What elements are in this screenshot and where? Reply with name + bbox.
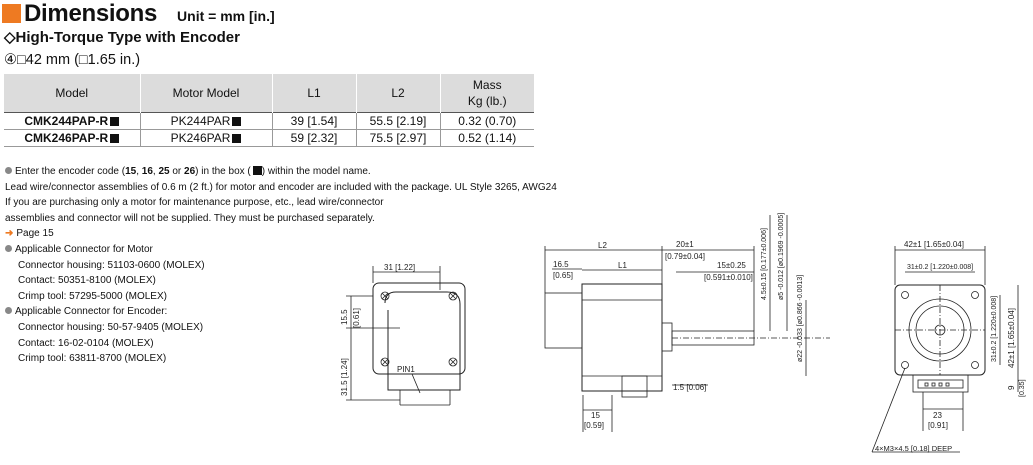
dim-front-conn-width: 23 [933, 411, 942, 420]
dim-flat-length-in: [0.591±0.010] [704, 273, 753, 282]
encoder-connector-title: Applicable Connector for Encoder: [5, 304, 557, 320]
table-row: CMK244PAP-R PK244PAR 39 [1.54] 55.5 [2.1… [4, 112, 534, 130]
cell-l2: 55.5 [2.19] [355, 112, 440, 130]
side-view: L2 20±1 [0.79±0.04] 16.5 [0.65] L1 15±0.… [544, 213, 830, 432]
dim-back-width: 31 [1.22] [384, 263, 415, 272]
square-placeholder-icon [110, 134, 120, 143]
dim-front-conn-in: [0.35] [1019, 379, 1026, 397]
cell-l2: 75.5 [2.97] [355, 129, 440, 147]
motor-connector-title: Applicable Connector for Motor [5, 242, 557, 258]
bullet-icon [5, 167, 12, 174]
table-header-row: Model Motor Model L1 L2 Mass Kg (lb.) [4, 74, 534, 113]
dim-front-width: 42±1 [1.65±0.04] [904, 240, 964, 249]
encoder-connector-contact: Contact: 16-02-0104 (MOLEX) [18, 337, 154, 349]
note-purchase-1: If you are purchasing only a motor for m… [5, 197, 384, 209]
square-placeholder-icon [232, 117, 242, 126]
square-placeholder-icon [252, 166, 262, 175]
arrow-right-icon: ➜ [5, 228, 14, 240]
cell-model: CMK246PAP-R [4, 129, 140, 147]
cell-mass: 0.52 (1.14) [439, 129, 534, 147]
section-subtitle: ◇High-Torque Type with Encoder [4, 29, 240, 46]
dim-front-hole-pitch-v: 31±0.2 [1.220±0.008] [991, 296, 998, 362]
cell-mass: 0.32 (0.70) [439, 112, 534, 130]
column-header: L2 [355, 74, 440, 113]
dim-encoder-in: [0.65] [553, 271, 573, 280]
spec-table: Model Motor Model L1 L2 Mass Kg (lb.) CM… [4, 74, 534, 147]
column-header: L1 [271, 74, 356, 113]
encoder-connector-crimp: Crimp tool: 63811-8700 (MOLEX) [18, 353, 167, 365]
dim-pilot-dia: ø22 -0.033 [ø0.866 -0.0013] [797, 275, 804, 362]
column-header: Model [4, 74, 140, 113]
encoder-connector-housing: Connector housing: 50-57-9405 (MOLEX) [18, 321, 204, 333]
cell-l1: 39 [1.54] [271, 112, 356, 130]
bullet-icon [5, 244, 12, 252]
motor-connector-housing: Connector housing: 51103-0600 (MOLEX) [18, 259, 205, 271]
motor-connector-crimp: Crimp tool: 57295-5000 (MOLEX) [18, 290, 167, 302]
dim-back-offset-in: [0.61] [352, 308, 361, 328]
column-header: Mass Kg (lb.) [439, 74, 534, 113]
dim-shaft-length-in: [0.79±0.04] [665, 252, 705, 261]
dim-l1: L1 [618, 261, 627, 270]
dim-connector: 15 [591, 411, 600, 420]
note-encoder-code: Enter the encoder code (15, 16, 25 or 26… [5, 164, 557, 180]
dim-flat-depth: 4.5±0.15 [0.177±0.006] [761, 228, 768, 300]
dim-l2: L2 [598, 241, 607, 250]
dim-back-height: 31.5 [1.24] [340, 358, 349, 396]
pin1-label: PIN1 [397, 365, 415, 374]
dim-back-offset: 15.5 [340, 309, 349, 325]
cell-motor: PK246PAR [139, 129, 272, 147]
dim-front-hole-pitch: 31±0.2 [1.220±0.008] [907, 264, 973, 271]
table-row: CMK246PAP-R PK246PAR 59 [2.32] 75.5 [2.9… [4, 129, 534, 147]
square-placeholder-icon [110, 117, 120, 126]
dim-flat-length: 15±0.25 [717, 261, 746, 270]
notes: Enter the encoder code (15, 16, 25 or 26… [5, 164, 557, 367]
note-lead-wire: Lead wire/connector assemblies of 0.6 m … [5, 181, 557, 193]
front-view: 42±1 [1.65±0.04] 31±0.2 [1.220±0.008] 31… [871, 240, 1026, 453]
column-header: Motor Model [139, 74, 272, 113]
page-title: Dimensions [24, 0, 158, 27]
dim-pilot-height: 1.5 [0.06] [673, 383, 706, 392]
bullet-icon [5, 307, 12, 315]
title-row: Dimensions Unit = mm [in.] [2, 0, 275, 26]
title-marker-icon [2, 4, 21, 23]
dim-encoder: 16.5 [553, 260, 569, 269]
motor-connector-contact: Contact: 50351-8100 (MOLEX) [18, 275, 156, 287]
back-view: 31 [1.22] 15.5 [0.61] 31.5 [1.24] PIN1 [340, 263, 466, 406]
square-placeholder-icon [232, 134, 242, 143]
dim-connector-in: [0.59] [584, 421, 604, 430]
dim-shaft-length: 20±1 [676, 240, 694, 249]
cell-l1: 59 [2.32] [271, 129, 356, 147]
page-reference-link[interactable]: ➜Page 15 [5, 228, 54, 240]
unit-label: Unit = mm [in.] [177, 8, 275, 24]
frame-size-label: ④□42 mm (□1.65 in.) [4, 52, 141, 68]
note-purchase-2: assemblies and connector will not be sup… [5, 212, 375, 224]
dim-front-conn-width-in: [0.91] [928, 421, 948, 430]
cell-model: CMK244PAP-R [4, 112, 140, 130]
cell-motor: PK244PAR [139, 112, 272, 130]
dim-front-conn: 9 [1007, 385, 1016, 390]
screw-callout: 4×M3×4.5 [0.18] DEEP [875, 444, 952, 453]
dim-shaft-dia: ø5 -0.012 [ø0.1969 -0.0005] [778, 213, 785, 300]
dim-front-height: 42±1 [1.65±0.04] [1007, 308, 1016, 368]
